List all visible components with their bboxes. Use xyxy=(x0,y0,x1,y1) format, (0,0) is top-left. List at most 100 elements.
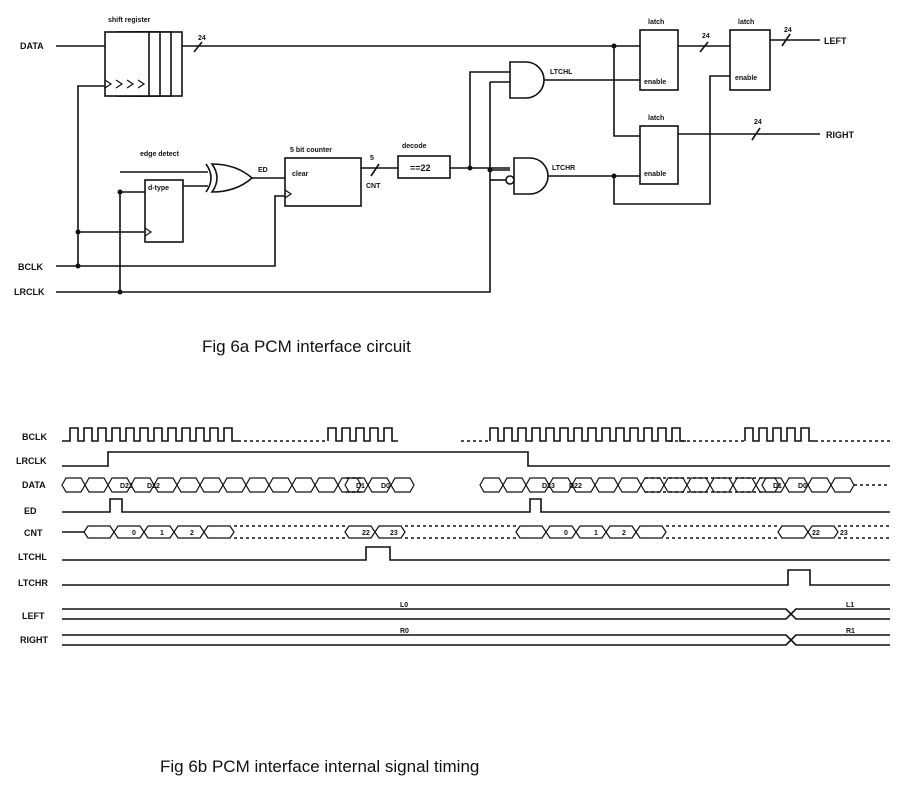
data-gap-1 xyxy=(645,477,762,493)
signal-label-ltchl: LTCHL xyxy=(18,552,47,562)
data-bit-label: D22 xyxy=(147,483,160,490)
signal-label-cnt: CNT xyxy=(24,528,43,538)
bclk-waveform xyxy=(62,427,890,442)
bus-width-24-b: 24 xyxy=(702,33,710,40)
ltchl-line xyxy=(62,546,890,561)
data-bit-cell xyxy=(640,477,665,493)
data-gap-0 xyxy=(345,477,361,493)
data-bit-cell xyxy=(199,477,224,493)
ltchr-and-gate: LTCHR xyxy=(490,157,640,195)
cnt-value-cell xyxy=(515,525,547,539)
cnt-gap-2 xyxy=(666,525,778,539)
data-bit-label: D1 xyxy=(356,483,365,490)
cnt-value-cell xyxy=(143,525,175,539)
data-bit-cell xyxy=(709,477,734,493)
signal-label-right: RIGHT xyxy=(20,635,49,645)
data-bit-cell xyxy=(222,477,247,493)
latch-1-enable: enable xyxy=(644,79,666,86)
lrclk-input-label: LRCLK xyxy=(14,287,45,297)
data-bit-cell xyxy=(594,477,619,493)
data-bit-label: D23 xyxy=(542,483,555,490)
data-bit-cell xyxy=(617,477,642,493)
ltchl-waveform xyxy=(62,546,890,561)
bclk-input-label: BCLK xyxy=(18,262,43,272)
cnt-value-cell xyxy=(203,525,235,539)
cnt-value-cell xyxy=(575,525,607,539)
data-bit-cell xyxy=(807,477,832,493)
left-output-label: LEFT xyxy=(824,36,847,46)
left-wave-bus xyxy=(62,608,890,620)
bus-width-24-d: 24 xyxy=(754,119,762,126)
cnt-value-cell xyxy=(344,525,376,539)
cnt-value-label: 1 xyxy=(160,530,164,537)
ed-label: ED xyxy=(258,167,268,174)
cnt-value-cell xyxy=(173,525,205,539)
data-bit-cell xyxy=(390,477,415,493)
latch-left-first: latch enable 24 xyxy=(639,19,730,91)
data-bit-cell xyxy=(337,477,362,493)
data-bit-cell xyxy=(245,477,270,493)
decode-block: decode ==22 xyxy=(397,71,510,179)
signal-label-data: DATA xyxy=(22,480,46,490)
timing-diagram: BCLK LRCLK DATA ED CNT LTCHL LTCHR LEFT … xyxy=(16,427,890,776)
ed-line xyxy=(62,498,890,513)
cnt-value-label: 0 xyxy=(564,530,568,537)
cnt-gap-3 xyxy=(838,525,890,539)
data-input-label: DATA xyxy=(20,41,44,51)
data-bit-cell xyxy=(268,477,293,493)
ltchr-waveform xyxy=(62,569,890,586)
cnt-value-cell xyxy=(777,525,809,539)
lrclk-waveform xyxy=(62,451,890,467)
signal-label-left: LEFT xyxy=(22,611,45,621)
bus-width-24-c: 24 xyxy=(784,27,792,34)
ltchr-line xyxy=(62,569,890,586)
latch-left-output: latch enable 24 LEFT xyxy=(729,19,847,91)
counter-clear-label: clear xyxy=(292,171,309,178)
fig-6b-caption: Fig 6b PCM interface internal signal tim… xyxy=(160,757,479,776)
pcm-interface-circuit: DATA BCLK LRCLK shift register 24 xyxy=(14,17,855,356)
ltchl-label: LTCHL xyxy=(550,69,573,76)
data-bit-label: D1 xyxy=(773,483,782,490)
dtype-label: d-type xyxy=(148,185,169,192)
cnt-value-cell xyxy=(113,525,145,539)
data-bit-cell xyxy=(176,477,201,493)
data-bit-cell xyxy=(663,477,688,493)
cnt-value-label: 2 xyxy=(190,530,194,537)
cnt-value-cell xyxy=(635,525,667,539)
cnt-value-cell xyxy=(605,525,637,539)
data-bit-cell xyxy=(314,477,339,493)
cnt-label: CNT xyxy=(366,183,381,190)
shift-register: shift register xyxy=(104,17,183,97)
edge-detect: edge detect d-type ED xyxy=(75,151,285,292)
right-wave-bus xyxy=(62,634,890,646)
data-bit-cell xyxy=(502,477,527,493)
counter-title: 5 bit counter xyxy=(290,147,332,154)
decode-value: ==22 xyxy=(410,163,431,173)
data-bit-cell xyxy=(84,477,109,493)
cnt-gap-1 xyxy=(405,525,516,539)
data-bit-cell xyxy=(830,477,855,493)
latch-3-enable: enable xyxy=(644,171,666,178)
bus-width-5: 5 xyxy=(370,155,374,162)
cnt-value-label: 23 xyxy=(840,530,848,537)
cnt-value-label: 23 xyxy=(390,530,398,537)
data-bit-label: D0 xyxy=(381,483,390,490)
signal-label-ed: ED xyxy=(24,506,37,516)
cnt-value-cell xyxy=(807,525,839,539)
signal-label-lrclk: LRCLK xyxy=(16,456,47,466)
ltchl-and-gate: LTCHL xyxy=(489,61,640,170)
data-bit-cell xyxy=(732,477,757,493)
latch-2-enable: enable xyxy=(735,75,757,82)
cnt-value-cell xyxy=(545,525,577,539)
decode-title: decode xyxy=(402,143,427,150)
signal-label-bclk: BCLK xyxy=(22,432,47,442)
cnt-value-label: 2 xyxy=(622,530,626,537)
left-wave-value-0: L0 xyxy=(400,602,408,609)
five-bit-counter: 5 bit counter clear 5 CNT xyxy=(284,147,398,207)
bus-width-24-a: 24 xyxy=(198,35,206,42)
cnt-value-label: 0 xyxy=(132,530,136,537)
right-output-label: RIGHT xyxy=(826,130,855,140)
